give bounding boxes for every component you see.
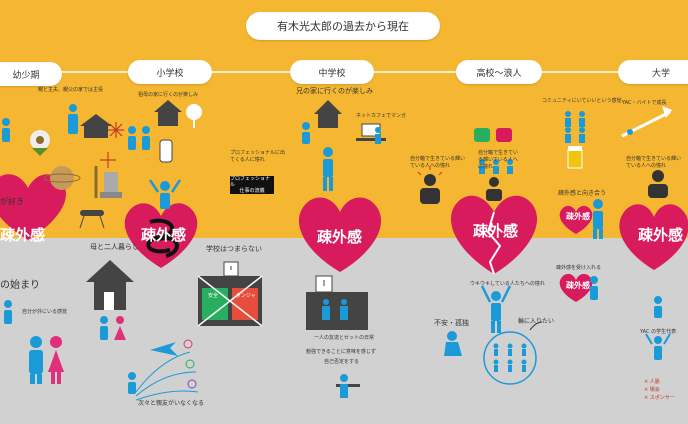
crouching-figure-icon [444,331,462,356]
standing-figure-icon [593,199,603,239]
house-icon [80,114,112,138]
reaching-figure-icon [480,285,512,333]
leader-figure-icon [645,296,671,360]
safe-danger-panel [197,261,263,327]
old-man-icon [128,126,150,150]
tv-title: プロフェッショナル [230,176,271,188]
caption: 自分軸で生きている輝いている人への憧れ [626,156,682,169]
caption: が好き [0,197,24,206]
team-icon [565,111,585,143]
admired-person-icon [417,166,443,204]
list-item: × 人脈 [644,379,660,385]
caption: 勉強できることに意味を感じず [306,349,376,355]
caption: 学校はつまらない [206,245,262,253]
grave-icon [94,166,122,198]
caption: 一人の友達とセットの日常 [314,335,375,341]
heart-label: 疎外感 [566,212,590,221]
circle-of-people-icon [483,321,543,385]
list-item: × スポンサー [644,395,675,401]
heart-label: 疎外感 [141,226,187,244]
caption: YAC の学生代表 [640,329,677,335]
globe-icon [43,166,81,190]
net-cafe-icon [356,123,386,144]
heart-label: 疎外感 [473,222,519,240]
caption: 疎外感を受け入れる [556,265,602,271]
era-pill-early: 幼少期 [0,62,62,86]
admired-person-icon [648,170,668,198]
caption: 親と主夫、親父の家では主役 [38,87,104,93]
heart-icon [0,174,66,240]
caption: プロフェッショナルに出てくる人に憧れ [230,150,286,163]
caption: 次々と親友がいなくなる [138,400,205,407]
heart-label: 疎外感 [638,226,684,244]
house-icon [154,100,182,126]
lonely-figure-icon [4,300,12,324]
tv-subtitle: 仕事の流儀 [239,188,265,194]
grill-icon [79,210,105,229]
caption: ネットカフェでマンガ [356,113,407,119]
toilet-icon [159,139,173,163]
caption: 疎外感と向き合う [558,190,607,197]
page-title: 有木光太郎の過去から現在 [246,12,440,40]
era-pill-elementary: 小学校 [128,60,212,84]
caption: 母と二人暮らし [90,243,139,251]
house-icon [86,260,134,310]
caption: 不安・孤独 [434,319,469,327]
phone-app-icon [474,128,512,142]
caption: YAC・バイトで成長 [622,100,667,106]
desk-icon [306,275,368,330]
friends-leaving-icon [128,339,199,401]
growth-icon [621,106,672,138]
caption: 自分軸で生きている輝いている人への憧れ [410,156,466,169]
standing-figure-icon [590,276,598,300]
beer-icon [567,146,583,169]
broken-heart-icon [450,195,538,275]
tv-program-logo: プロフェッショナル 仕事の流儀 [230,176,274,194]
caption: 自己否定をする [324,359,360,365]
danger-label: ダンジャ [236,293,256,299]
heart-icon [559,205,593,302]
firework-icon [100,122,124,168]
admired-person-icon [486,177,502,201]
heart-icon [124,203,198,268]
caption: 輪に入りたい [518,318,555,325]
cheering-figure-icon [302,122,333,191]
caption: ウキウキしている人たちへの憧れ [470,281,545,287]
flower-icon [30,130,50,156]
caption: 兄の家に行くのが楽しみ [296,87,373,95]
caption: の始まり [0,280,40,291]
family-figure-icon [2,104,78,142]
tree-icon [186,104,202,128]
caption: コミュニティにいていいという感覚 [542,98,622,104]
caption: 自分が外にいる感覚 [22,309,68,315]
heart-label: 疎外感 [566,281,590,290]
cheering-figure-icon [148,179,182,209]
safe-label: 安全 [208,293,219,299]
caption: 祖母の家に行くのが楽しみ [138,92,199,98]
heart-label: 疎外感 [0,226,46,244]
heart-icon [619,204,688,270]
era-pill-university: 大学 [618,60,688,84]
heart-label: 疎外感 [317,228,363,246]
caption: 自分軸で生きている輝いている人への憧れ [478,150,519,170]
era-pill-junior-high: 中学校 [290,60,374,84]
group-icon [479,159,513,174]
heart-icon [298,197,382,272]
mother-child-icon [100,316,126,340]
couple-icon [29,336,64,384]
era-pill-high-school: 高校〜浪人 [456,60,542,84]
airplane-icon [150,342,178,356]
desk-study-icon [336,374,360,398]
list-item: × 場会 [644,387,660,393]
house-icon [314,100,342,128]
